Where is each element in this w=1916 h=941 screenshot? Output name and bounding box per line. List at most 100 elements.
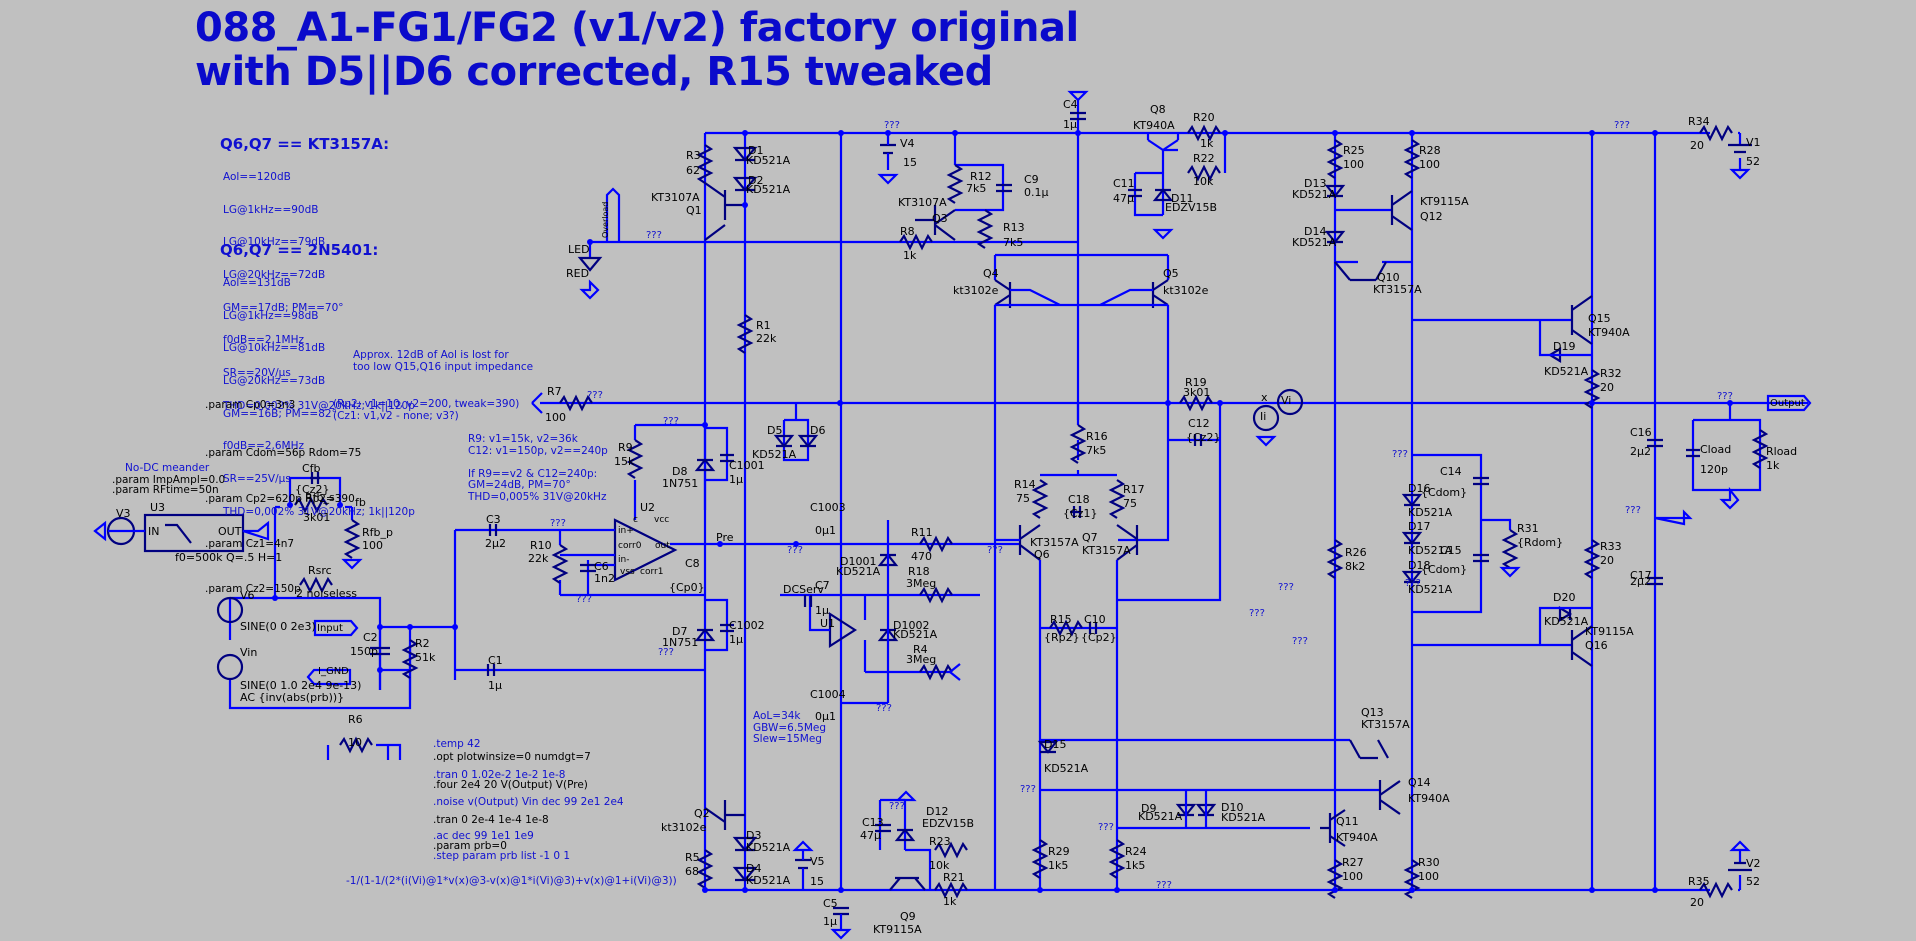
component-value-r12[interactable]: 7k5 xyxy=(966,182,987,195)
component-value-c9[interactable]: 0.1µ xyxy=(1024,186,1049,199)
component-value-d12[interactable]: EDZV15B xyxy=(922,817,975,830)
component-value-rload[interactable]: 1k xyxy=(1766,459,1780,472)
component-name-cfb[interactable]: Cfb xyxy=(302,462,321,475)
component-name-q16[interactable]: Q16 xyxy=(1585,639,1608,652)
component-value-q11[interactable]: KT940A xyxy=(1336,831,1378,844)
component-name-r9[interactable]: R9 xyxy=(618,441,633,454)
component-name-r22[interactable]: R22 xyxy=(1193,152,1215,165)
component-value-c1003[interactable]: 0µ1 xyxy=(815,524,836,537)
component-value-r11[interactable]: 470 xyxy=(911,550,932,563)
component-value-q4[interactable]: kt3102e xyxy=(953,284,999,297)
component-name-q11[interactable]: Q11 xyxy=(1336,815,1359,828)
component-name-q4[interactable]: Q4 xyxy=(983,267,999,280)
component-value-q9[interactable]: KT9115A xyxy=(873,923,922,936)
component-name-r10[interactable]: R10 xyxy=(530,539,552,552)
component-value-rfb_p[interactable]: 100 xyxy=(362,539,383,552)
port-input[interactable]: Input xyxy=(317,623,343,634)
component-value-q14[interactable]: KT940A xyxy=(1408,792,1450,805)
component-value-c1002[interactable]: 1µ xyxy=(729,633,743,646)
component-value-v5[interactable]: 15 xyxy=(810,875,824,888)
component-value-d10[interactable]: KD521A xyxy=(1221,811,1266,824)
component-name-r19[interactable]: R19 xyxy=(1185,376,1207,389)
component-value-d11[interactable]: EDZV15B xyxy=(1165,201,1218,214)
component-value-vin[interactable]: SINE(0 1.0 2e4 9e-13) xyxy=(240,679,362,692)
component-name-d19[interactable]: D19 xyxy=(1553,340,1576,353)
component-name-d1[interactable]: D1 xyxy=(748,144,764,157)
component-value-d1001[interactable]: KD521A xyxy=(836,565,881,578)
component-value-c10[interactable]: {Cp2} xyxy=(1081,631,1117,644)
component-value-d1002[interactable]: KD521A xyxy=(893,628,938,641)
component-name-r27[interactable]: R27 xyxy=(1342,856,1364,869)
port-output[interactable]: Output xyxy=(1770,398,1805,409)
component-name-r20[interactable]: R20 xyxy=(1193,111,1215,124)
component-name-r16[interactable]: R16 xyxy=(1086,430,1108,443)
component-name-d15[interactable]: D15 xyxy=(1044,738,1067,751)
component-value-r14[interactable]: 75 xyxy=(1016,492,1030,505)
component-name-r11[interactable]: R11 xyxy=(911,526,933,539)
component-value-v4[interactable]: 15 xyxy=(903,156,917,169)
component-name-d14[interactable]: D14 xyxy=(1304,225,1327,238)
component-value2-vin[interactable]: AC {inv(abs(prb))} xyxy=(240,691,345,704)
component-name-d20[interactable]: D20 xyxy=(1553,591,1576,604)
component-value-q7[interactable]: KT3157A xyxy=(1082,544,1131,557)
component-value-r33[interactable]: 20 xyxy=(1600,554,1614,567)
component-value-r13[interactable]: 7k5 xyxy=(1003,236,1024,249)
component-name-r35[interactable]: R35 xyxy=(1688,875,1710,888)
component-value-q8[interactable]: KT940A xyxy=(1133,119,1175,132)
component-value-q5[interactable]: kt3102e xyxy=(1163,284,1209,297)
component-value-r23[interactable]: 10k xyxy=(929,859,950,872)
component-name-d1002[interactable]: D1002 xyxy=(893,619,930,632)
component-name-c3[interactable]: C3 xyxy=(486,513,501,526)
component-name-c1[interactable]: C1 xyxy=(488,654,503,667)
component-value-c1[interactable]: 1µ xyxy=(488,679,502,692)
component-value-v6[interactable]: SINE(0 0 2e3) xyxy=(240,620,316,633)
component-name-q7[interactable]: Q7 xyxy=(1082,531,1098,544)
component-value-c2[interactable]: 150p xyxy=(350,645,378,658)
component-value-d5[interactable]: KD521A xyxy=(752,448,797,461)
component-value-c15[interactable]: {Cdom} xyxy=(1421,563,1468,576)
component-name-q15[interactable]: Q15 xyxy=(1588,312,1611,325)
component-name-q10[interactable]: Q10 xyxy=(1377,271,1400,284)
component-value-d20[interactable]: KD521A xyxy=(1544,615,1589,628)
component-value-r5[interactable]: 68 xyxy=(685,865,699,878)
component-name-v4[interactable]: V4 xyxy=(900,137,915,150)
component-value-c7[interactable]: 1µ xyxy=(815,604,829,617)
component-value-c1001[interactable]: 1µ xyxy=(729,473,743,486)
component-name-c2[interactable]: C2 xyxy=(363,631,378,644)
component-name-u3[interactable]: U3 xyxy=(150,501,166,514)
component-value-cfb[interactable]: {Cz2} xyxy=(295,483,330,496)
component-name-c1003[interactable]: C1003 xyxy=(810,501,846,514)
component-name-r5[interactable]: R5 xyxy=(685,851,700,864)
component-value-c13[interactable]: 47µ xyxy=(860,829,881,842)
component-name-r29[interactable]: R29 xyxy=(1048,845,1070,858)
component-name-c15[interactable]: C15 xyxy=(1440,544,1462,557)
component-name-c12[interactable]: C12 xyxy=(1188,417,1210,430)
component-name-d7[interactable]: D7 xyxy=(672,625,688,638)
component-name-v1[interactable]: V1 xyxy=(1746,136,1761,149)
component-name-c16[interactable]: C16 xyxy=(1630,426,1652,439)
component-value-d3[interactable]: KD521A xyxy=(746,841,791,854)
component-name-c10[interactable]: C10 xyxy=(1084,613,1106,626)
component-value-c14[interactable]: {Cdom} xyxy=(1421,486,1468,499)
component-name-d4[interactable]: D4 xyxy=(746,862,762,875)
component-value-c16[interactable]: 2µ2 xyxy=(1630,445,1651,458)
component-value-r30[interactable]: 100 xyxy=(1418,870,1439,883)
component-value-q3[interactable]: KT3107A xyxy=(898,196,947,209)
component-name-r34[interactable]: R34 xyxy=(1688,115,1710,128)
component-name-r3[interactable]: R3 xyxy=(686,149,701,162)
component-value-led[interactable]: RED xyxy=(566,267,590,280)
component-name-u1[interactable]: U1 xyxy=(820,617,836,630)
component-name-c8[interactable]: C8 xyxy=(685,557,700,570)
component-value-q2[interactable]: kt3102e xyxy=(661,821,707,834)
component-name-c14[interactable]: C14 xyxy=(1440,465,1462,478)
component-value-r25[interactable]: 100 xyxy=(1343,158,1364,171)
component-name-rsrc[interactable]: Rsrc xyxy=(308,564,332,577)
component-name-rfb_s[interactable]: Rfb_s xyxy=(305,491,335,504)
component-name-r33[interactable]: R33 xyxy=(1600,540,1622,553)
component-value-r8[interactable]: 1k xyxy=(903,249,917,262)
component-name-d18[interactable]: D18 xyxy=(1408,559,1431,572)
component-name-d8[interactable]: D8 xyxy=(672,465,688,478)
component-value-r18[interactable]: 3Meg xyxy=(906,577,937,590)
component-value-d16[interactable]: KD521A xyxy=(1408,506,1453,519)
component-name-q2[interactable]: Q2 xyxy=(694,807,710,820)
